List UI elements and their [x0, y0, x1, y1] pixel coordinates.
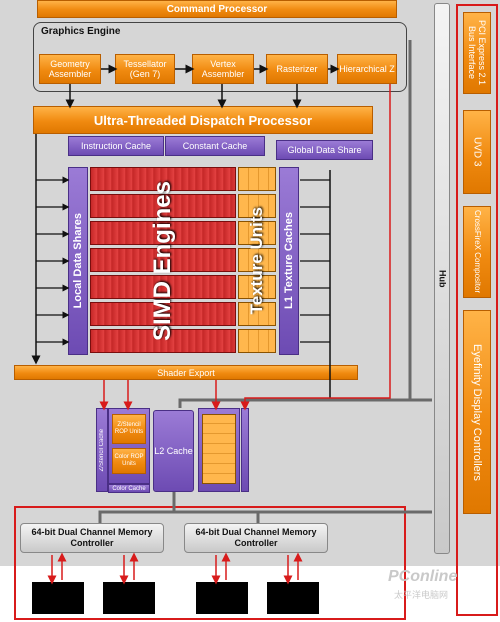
ultra-threaded-dispatch-processor: Ultra-Threaded Dispatch Processor	[33, 106, 373, 134]
texture-unit-row	[238, 167, 276, 191]
command-processor: Command Processor	[37, 0, 397, 18]
simd-engine-row	[90, 329, 236, 353]
graphics-engine-group	[33, 22, 407, 92]
red-data-path	[240, 84, 391, 411]
zstencil-rop-units: Z/Stencil ROP Units	[112, 414, 146, 444]
color-cache: Color Cache	[108, 484, 150, 493]
hierarchical-z: Hierarchical Z	[337, 54, 397, 84]
uvd3: UVD 3	[463, 110, 491, 194]
global-data-share: Global Data Share	[276, 140, 373, 160]
eyefinity-label: Eyefinity Display Controllers	[471, 343, 483, 481]
simd-engine-row	[90, 167, 236, 191]
rop-units-right	[202, 414, 236, 484]
simd-engine-row	[90, 275, 236, 299]
hub-label: Hub	[437, 269, 448, 288]
texture-unit-row	[238, 194, 276, 218]
simd-engine-row	[90, 302, 236, 326]
memory-chip	[103, 582, 155, 614]
hub-link	[178, 40, 412, 408]
texture-unit-row	[238, 275, 276, 299]
vertex-assembler: Vertex Assembler	[192, 54, 254, 84]
crossfirex-compositor: CrossFireX Compositor	[463, 206, 491, 298]
highlight-frame-bottom	[14, 506, 406, 620]
l2-cache: L2 Cache	[153, 410, 194, 492]
watermark-subtitle: 太平洋电脑网	[394, 590, 449, 600]
shader-export: Shader Export	[14, 365, 358, 380]
l1-texture-caches: L1 Texture Caches	[279, 167, 299, 355]
geometry-assembler: Geometry Assembler	[39, 54, 101, 84]
memory-controller-right: 64-bit Dual Channel Memory Controller	[184, 523, 328, 553]
texture-unit-row	[238, 302, 276, 326]
texture-unit-row	[238, 248, 276, 272]
memory-chip	[32, 582, 84, 614]
color-rop-units: Color ROP Units	[112, 448, 146, 474]
watermark-logo: PConline	[388, 568, 458, 585]
simd-engine-row	[90, 194, 236, 218]
pci-express-bus-interface: PCI Express 2.1 Bus Interface	[463, 12, 491, 94]
constant-cache: Constant Cache	[165, 136, 265, 156]
memory-bus	[98, 510, 432, 523]
memory-chip	[196, 582, 248, 614]
instruction-cache: Instruction Cache	[68, 136, 164, 156]
highlight-frame-right	[456, 4, 498, 616]
texture-unit-row	[238, 329, 276, 353]
crossfirex-label: CrossFireX Compositor	[473, 210, 482, 294]
simd-engine-row	[90, 248, 236, 272]
texture-unit-row	[238, 221, 276, 245]
hub: Hub	[434, 3, 450, 554]
memory-chip	[267, 582, 319, 614]
uvd3-label: UVD 3	[471, 137, 483, 167]
memory-controller-left: 64-bit Dual Channel Memory Controller	[20, 523, 164, 553]
eyefinity-display-controllers: Eyefinity Display Controllers	[463, 310, 491, 514]
graphics-engine-label: Graphics Engine	[41, 26, 121, 37]
simd-engine-row	[90, 221, 236, 245]
pci-express-label: PCI Express 2.1 Bus Interface	[467, 20, 487, 86]
